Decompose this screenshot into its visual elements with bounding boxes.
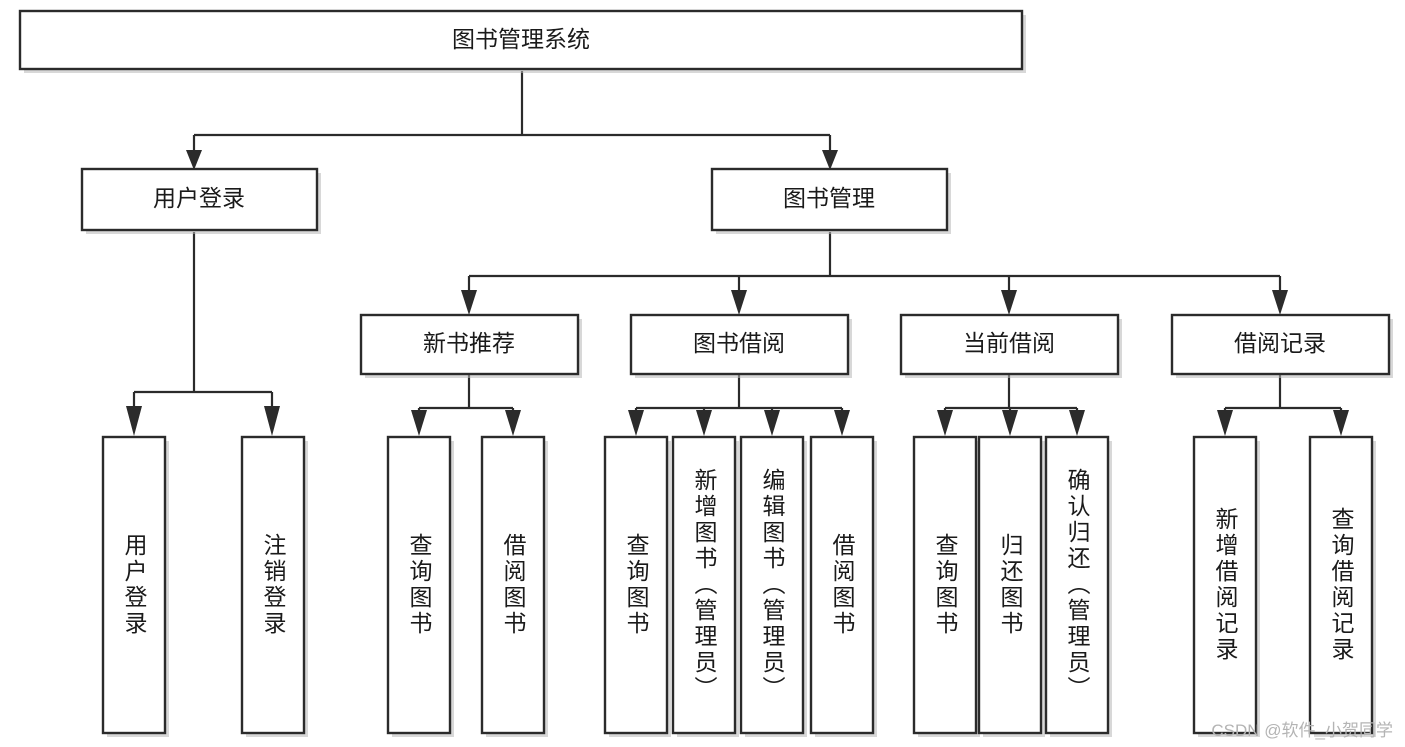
node-leaf-logout[interactable]: 注销登录 [240, 435, 308, 737]
arrowhead-leaf-return-book [1002, 410, 1018, 436]
arrowhead-leaf-user-login [126, 406, 142, 436]
leaf-query-record-label: 查询借阅记录 [1328, 507, 1355, 663]
node-book-borrow[interactable]: 图书借阅 [629, 313, 852, 378]
node-leaf-add-book[interactable]: 新增图书（管理员） [671, 435, 739, 737]
leaf-query-book-2-label: 查询图书 [623, 533, 650, 637]
leaf-query-book-3-box [912, 435, 978, 735]
node-new-book-rec[interactable]: 新书推荐 [359, 313, 582, 378]
node-user-login[interactable]: 用户登录 [80, 167, 321, 234]
leaf-query-book-3-label: 查询图书 [932, 533, 959, 637]
leaf-borrow-book-1-label: 借阅图书 [500, 533, 527, 637]
leaf-edit-book-label: 编辑图书（管理员） [759, 468, 786, 702]
leaf-logout-box [240, 435, 306, 735]
user-login-label: 用户登录 [153, 185, 245, 211]
node-leaf-query-book-2[interactable]: 查询图书 [603, 435, 671, 737]
leaf-query-book-1-box [386, 435, 452, 735]
arrowhead-leaf-add-book [696, 410, 712, 436]
arrowhead-leaf-borrow-book-1 [505, 410, 521, 436]
arrowhead-leaf-add-record [1217, 410, 1233, 436]
arrowhead-borrow-record [1272, 290, 1288, 315]
csdn-watermark: CSDN @软件_小贺同学 [1211, 721, 1393, 740]
leaf-borrow-book-1-box [480, 435, 546, 735]
root-label: 图书管理系统 [452, 26, 590, 52]
node-current-borrow[interactable]: 当前借阅 [899, 313, 1122, 378]
node-leaf-add-record[interactable]: 新增借阅记录 [1192, 435, 1260, 737]
arrowhead-leaf-borrow-book-2 [834, 410, 850, 436]
leaf-return-book-label: 归还图书 [997, 533, 1024, 637]
new-book-rec-label: 新书推荐 [423, 330, 515, 356]
node-leaf-query-record[interactable]: 查询借阅记录 [1308, 435, 1376, 737]
book-manage-box [710, 167, 949, 232]
node-leaf-query-book-1[interactable]: 查询图书 [386, 435, 454, 737]
leaf-query-record-box [1308, 435, 1374, 735]
leaf-edit-book-box [739, 435, 805, 735]
arrowhead-leaf-confirm-return [1069, 410, 1085, 436]
leaf-query-book-2-box [603, 435, 669, 735]
node-leaf-confirm-return[interactable]: 确认归还（管理员） [1044, 435, 1112, 737]
leaf-add-book-label: 新增图书（管理员） [691, 468, 718, 702]
arrowhead-user-login [186, 150, 202, 170]
connector-group-root [186, 71, 838, 170]
leaf-confirm-return-box [1044, 435, 1110, 735]
book-manage-label: 图书管理 [783, 185, 875, 211]
book-borrow-label: 图书借阅 [693, 330, 785, 356]
new-book-rec-box [359, 313, 580, 376]
connector-group-new-book-rec [411, 375, 521, 436]
arrowhead-leaf-query-record [1333, 410, 1349, 436]
leaf-query-book-1-label: 查询图书 [406, 533, 433, 637]
borrow-record-box [1170, 313, 1391, 376]
root-box [18, 9, 1024, 71]
node-leaf-borrow-book-2[interactable]: 借阅图书 [809, 435, 877, 737]
node-leaf-user-login[interactable]: 用户登录 [101, 435, 169, 737]
arrowhead-leaf-query-book-3 [937, 410, 953, 436]
leaf-user-login-box [101, 435, 167, 735]
arrowhead-leaf-query-book-2 [628, 410, 644, 436]
node-book-manage[interactable]: 图书管理 [710, 167, 951, 234]
leaf-user-login-label: 用户登录 [121, 533, 148, 637]
connector-group-book-manage [461, 232, 1288, 315]
connector-group-current-borrow [937, 375, 1085, 436]
arrowhead-current-borrow [1001, 290, 1017, 315]
arrowhead-book-manage [822, 150, 838, 170]
node-leaf-query-book-3[interactable]: 查询图书 [912, 435, 980, 737]
leaf-borrow-book-2-box [809, 435, 875, 735]
leaf-add-book-box [671, 435, 737, 735]
leaf-logout-label: 注销登录 [260, 533, 287, 637]
leaf-confirm-return-label: 确认归还（管理员） [1064, 468, 1091, 702]
node-leaf-edit-book[interactable]: 编辑图书（管理员） [739, 435, 807, 737]
connector-group-book-borrow [628, 375, 850, 436]
connector-group-user-login [126, 232, 280, 436]
current-borrow-box [899, 313, 1120, 376]
user-login-box [80, 167, 319, 232]
borrow-record-label: 借阅记录 [1234, 330, 1326, 356]
book-borrow-box [629, 313, 850, 376]
arrowhead-leaf-query-book-1 [411, 410, 427, 436]
leaf-return-book-box [977, 435, 1043, 735]
arrowhead-leaf-logout [264, 406, 280, 436]
leaf-add-record-label: 新增借阅记录 [1212, 507, 1239, 663]
node-borrow-record[interactable]: 借阅记录 [1170, 313, 1393, 378]
leaf-add-record-box [1192, 435, 1258, 735]
node-root[interactable]: 图书管理系统 [18, 9, 1026, 73]
arrowhead-new-book-rec [461, 290, 477, 315]
arrowhead-book-borrow [731, 290, 747, 315]
node-leaf-borrow-book-1[interactable]: 借阅图书 [480, 435, 548, 737]
node-leaf-return-book[interactable]: 归还图书 [977, 435, 1045, 737]
connector-group-borrow-record [1217, 375, 1349, 436]
arrowhead-leaf-edit-book [764, 410, 780, 436]
leaf-borrow-book-2-label: 借阅图书 [829, 533, 856, 637]
current-borrow-label: 当前借阅 [963, 330, 1055, 356]
